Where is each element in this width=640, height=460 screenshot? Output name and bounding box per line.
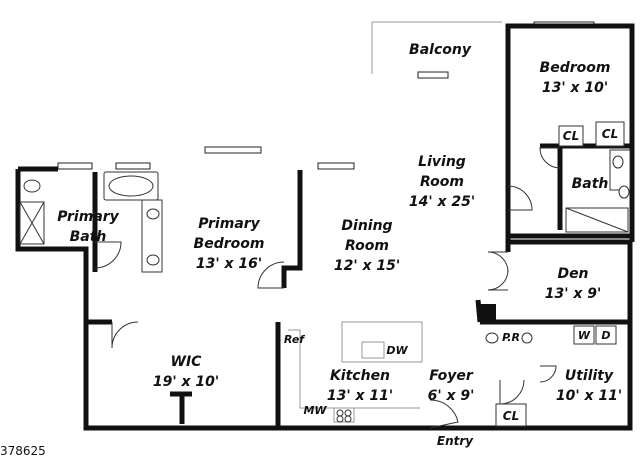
door-swing [111, 321, 139, 349]
wall-foyer-left [475, 299, 483, 323]
room-dimensions: 14' x 25' [408, 194, 476, 210]
primary-bedroom-label: Primary Bedroom 13' x 16' [194, 214, 265, 274]
room-name: WIC [170, 354, 202, 370]
living-room-label: Living Room 14' x 25' [409, 152, 475, 212]
bath-label: Bath [572, 174, 609, 194]
den-label: Den 13' x 9' [545, 264, 602, 304]
balcony-outline [371, 21, 502, 74]
door-swing [487, 251, 509, 273]
burner [336, 415, 344, 423]
sink [146, 208, 160, 220]
window [57, 162, 93, 170]
wall-primary-bedroom-right [281, 170, 303, 288]
room-name: Bedroom [539, 60, 611, 76]
closet-label-foyer: CL [502, 409, 520, 423]
tub-basin [108, 175, 154, 197]
washer-box [573, 325, 595, 345]
dryer-label: D [601, 329, 611, 342]
closet-box-right [595, 121, 625, 147]
door-swing [507, 185, 533, 211]
door-swing [487, 269, 509, 291]
room-name-2: Room [420, 174, 464, 190]
door-swing [94, 241, 122, 269]
window [417, 71, 449, 79]
door-swing [539, 147, 561, 169]
door-swing [539, 365, 557, 383]
dishwasher-label: DW [386, 344, 408, 357]
room-name: Foyer [429, 368, 473, 384]
room-dimensions: 13' x 11' [326, 388, 394, 404]
room-dimensions: 13' x 16' [195, 256, 263, 272]
room-name: Den [557, 266, 589, 282]
entry-label: Entry [436, 434, 474, 448]
sink [146, 254, 160, 266]
closet-label-left: CL [562, 129, 580, 143]
room-dimensions: 13' x 9' [544, 286, 602, 302]
room-dimensions: 19' x 10' [152, 374, 220, 390]
room-name: Living [418, 154, 466, 170]
pr-sink [521, 332, 533, 344]
dining-room-label: Dining Room 12' x 15' [334, 216, 400, 276]
burner [344, 415, 352, 423]
wic-label: WIC 19' x 10' [153, 352, 219, 392]
toilet [618, 185, 630, 199]
sink [612, 155, 624, 169]
toilet [23, 179, 41, 193]
closet-box-left [558, 125, 584, 147]
room-name-2: Bath [69, 229, 107, 245]
island [341, 321, 423, 363]
range [333, 407, 355, 423]
room-name: Utility [564, 368, 614, 384]
room-dimensions: 6' x 9' [427, 388, 475, 404]
utility-label: Utility 10' x 11' [556, 366, 622, 406]
column [480, 304, 496, 322]
listing-id: 378625 [0, 444, 46, 458]
sink-dw [361, 341, 385, 359]
room-name-2: Bedroom [193, 236, 265, 252]
burner [336, 409, 344, 417]
window [115, 162, 151, 170]
exterior-wall [15, 23, 635, 431]
room-name-2: Room [345, 238, 389, 254]
room-name: Primary [198, 216, 260, 232]
room-dimensions: 12' x 15' [333, 258, 401, 274]
room-dimensions: 10' x 11' [555, 388, 623, 404]
shower-x [565, 207, 629, 233]
closet-label-right: CL [601, 127, 619, 141]
burner [344, 409, 352, 417]
room-name: Bath [571, 176, 609, 192]
refrigerator-label: Ref [283, 333, 305, 346]
bedroom-label: Bedroom 13' x 10' [540, 58, 611, 98]
kitchen-counter [288, 329, 420, 409]
dryer-box [595, 325, 617, 345]
balcony-label: Balcony [409, 40, 471, 60]
door-swing [499, 379, 525, 405]
entry-door [429, 399, 459, 429]
room-name: Primary [57, 209, 119, 225]
primary-bath-label: Primary Bath [57, 207, 119, 247]
room-name: Dining [341, 218, 393, 234]
shower-x [19, 201, 45, 245]
window [317, 162, 355, 170]
room-name: Balcony [409, 42, 471, 58]
foyer-label: Foyer 6' x 9' [428, 366, 475, 406]
door-swing [257, 261, 285, 289]
microwave-label: MW [303, 404, 327, 417]
pr-toilet [485, 332, 499, 344]
foyer-closet-box [495, 403, 527, 427]
room-dimensions: 13' x 10' [541, 80, 609, 96]
powder-room-label: P.R [502, 331, 520, 344]
window [204, 146, 262, 154]
room-name: Kitchen [329, 368, 391, 384]
kitchen-label: Kitchen 13' x 11' [327, 366, 393, 406]
washer-label: W [577, 329, 591, 342]
